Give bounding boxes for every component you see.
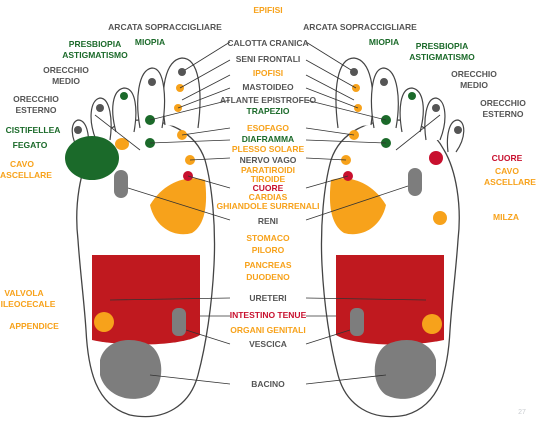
label-orecchio-medio-right-1: ORECCHIO: [451, 69, 497, 79]
label-ureteri: URETERI: [249, 293, 286, 303]
right-dot-7: [454, 126, 462, 134]
label-trapezio: TRAPEZIO: [247, 106, 290, 116]
right-genital-zone: [422, 314, 442, 334]
label-orecchio-esterno-left-2: ESTERNO: [15, 105, 56, 115]
label-appendice: APPENDICE: [9, 321, 59, 331]
right-dot-5: [408, 92, 416, 100]
label-pancreas: PANCREAS: [244, 260, 291, 270]
left-adrenal-zone: [114, 170, 128, 198]
left-bladder-zone: [172, 308, 186, 336]
left-dot-1: [178, 68, 186, 76]
left-dot-7: [74, 126, 82, 134]
label-cavo-left-1: CAVO: [10, 159, 34, 169]
label-reni: RENI: [258, 216, 278, 226]
right-spleen-zone: [433, 211, 447, 225]
left-liver-zone: [65, 136, 119, 180]
label-orecchio-esterno-left-1: ORECCHIO: [13, 94, 59, 104]
label-atlante: ATLANTE EPISTROFEO: [220, 95, 317, 105]
label-orecchio-medio-left-2: MEDIO: [52, 76, 80, 86]
label-stomaco: STOMACO: [246, 233, 290, 243]
right-bladder-zone: [350, 308, 364, 336]
label-cistifellea: CISTIFELLEA: [6, 125, 61, 135]
label-arcata-left: ARCATA SOPRACCIGLIARE: [108, 22, 222, 32]
label-nervo-vago: NERVO VAGO: [240, 155, 297, 165]
left-appendix-zone: [94, 312, 114, 332]
label-valvola-2: ILEOCECALE: [1, 299, 56, 309]
label-orecchio-esterno-right-1: ORECCHIO: [480, 98, 526, 108]
label-piloro: PILORO: [252, 245, 285, 255]
label-ghiandole: GHIANDOLE SURRENALI: [217, 201, 320, 211]
label-milza: MILZA: [493, 212, 519, 222]
label-valvola-1: VALVOLA: [4, 288, 43, 298]
label-presbiopia-left: PRESBIOPIA: [69, 39, 121, 49]
left-dot-3: [148, 78, 156, 86]
label-tiroide: TIROIDE: [251, 174, 286, 184]
label-esofago: ESOFAGO: [247, 123, 289, 133]
label-ipofisi: IPOFISI: [253, 68, 283, 78]
label-orecchio-medio-left-1: ORECCHIO: [43, 65, 89, 75]
right-adrenal-zone: [408, 168, 422, 196]
label-arcata-right: ARCATA SOPRACCIGLIARE: [303, 22, 417, 32]
label-seni-frontali: SENI FRONTALI: [236, 54, 301, 64]
label-organi: ORGANI GENITALI: [230, 325, 305, 335]
label-calotta: CALOTTA CRANICA: [227, 38, 308, 48]
label-cuore-right: CUORE: [492, 153, 523, 163]
label-miopia-right: MIOPIA: [369, 37, 399, 47]
right-toe-5: [447, 120, 463, 152]
right-dot-3: [380, 78, 388, 86]
right-dot-6: [432, 104, 440, 112]
label-duodeno: DUODENO: [246, 272, 290, 282]
left-dot-5: [120, 92, 128, 100]
label-astigmatismo-right: ASTIGMATISMO: [409, 52, 475, 62]
right-heart-zone: [429, 151, 443, 165]
label-cavo-right-2: ASCELLARE: [484, 177, 536, 187]
label-orecchio-medio-right-2: MEDIO: [460, 80, 488, 90]
left-dot-6: [96, 104, 104, 112]
label-orecchio-esterno-right-2: ESTERNO: [482, 109, 523, 119]
right-dot-1: [350, 68, 358, 76]
label-vescica: VESCICA: [249, 339, 287, 349]
label-presbiopia-right: PRESBIOPIA: [416, 41, 468, 51]
left-foot: [65, 58, 215, 417]
label-bacino: BACINO: [251, 379, 285, 389]
right-foot: [321, 58, 463, 417]
label-miopia-left: MIOPIA: [135, 37, 165, 47]
label-epifisi: EPIFISI: [253, 5, 282, 15]
page-number: 27: [518, 409, 526, 416]
label-mastoideo: MASTOIDEO: [242, 82, 294, 92]
label-fegato: FEGATO: [13, 140, 48, 150]
label-cavo-right-1: CAVO: [495, 166, 519, 176]
label-diaframma: DIAFRAMMA: [242, 134, 294, 144]
label-astigmatismo-left: ASTIGMATISMO: [62, 50, 128, 60]
label-cavo-left-2: ASCELLARE: [0, 170, 52, 180]
label-plesso: PLESSO SOLARE: [232, 144, 305, 154]
label-intestino: INTESTINO TENUE: [230, 310, 307, 320]
